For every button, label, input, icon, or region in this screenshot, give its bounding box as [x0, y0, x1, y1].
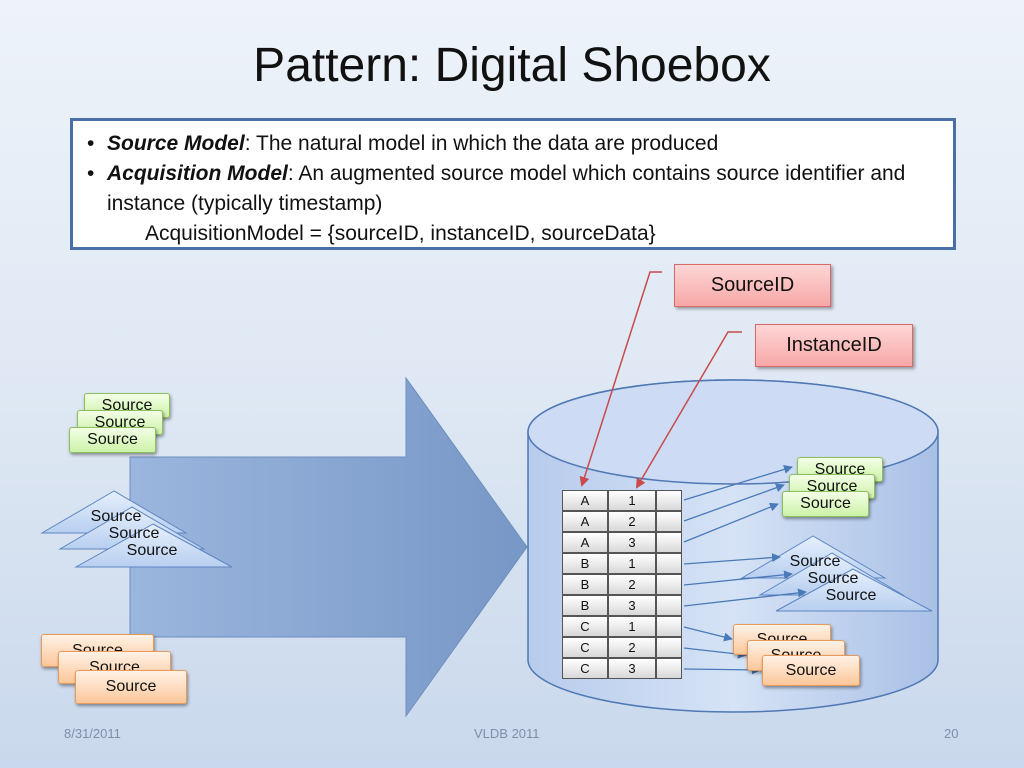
link-row-3 [683, 502, 779, 543]
source-id-cell: A [562, 532, 608, 553]
source-triangle-front-label: Source [126, 542, 178, 559]
source-data-cell [656, 616, 682, 637]
link-row-7 [683, 626, 733, 642]
db-source-green-front: Source [782, 491, 869, 517]
footer-date: 8/31/2011 [64, 726, 121, 741]
source-id-cell: C [562, 616, 608, 637]
source-id-cell: A [562, 490, 608, 511]
db-triangle-front-label: Source [825, 587, 877, 604]
source-green-front: Source [69, 427, 156, 453]
source-data-cell [656, 637, 682, 658]
source-id-cell: A [562, 511, 608, 532]
acquisition-formula: AcquisitionModel = {sourceID, instanceID… [145, 222, 656, 245]
footer-event: VLDB 2011 [474, 726, 540, 741]
instance-id-cell: 1 [608, 616, 656, 637]
source-id-cell: C [562, 637, 608, 658]
link-row-5 [683, 570, 793, 586]
bullet-acquisition-model: Acquisition Model: An augmented source m… [87, 159, 939, 219]
source-triangle-front [74, 523, 233, 568]
db-triangle-front [775, 568, 933, 612]
instance-id-cell: 3 [608, 658, 656, 679]
source-data-cell [656, 574, 682, 595]
instanceid-label: InstanceID [755, 324, 913, 367]
source-id-cell: B [562, 553, 608, 574]
db-triangle-middle-label: Source [807, 570, 859, 587]
link-row-1 [683, 465, 793, 501]
bullet-source-model: Source Model: The natural model in which… [87, 129, 939, 159]
instance-id-cell: 3 [608, 532, 656, 553]
instance-id-cell: 2 [608, 574, 656, 595]
slide-title: Pattern: Digital Shoebox [253, 39, 771, 92]
term-source-model: Source Model [107, 132, 245, 155]
source-triangle-middle-label: Source [108, 525, 160, 541]
row-links [683, 465, 807, 675]
source-data-cell [656, 553, 682, 574]
source-data-cell [656, 595, 682, 616]
db-source-orange-front: Source [762, 655, 860, 686]
link-row-6 [683, 588, 807, 607]
source-id-cell: C [562, 658, 608, 679]
link-row-4 [683, 553, 781, 565]
desc-source-model: : The natural model in which the data ar… [244, 132, 719, 155]
source-orange-front: Source [75, 670, 187, 704]
desc-acquisition-model: : An augmented source model which contai… [107, 162, 906, 215]
instance-id-cell: 2 [608, 511, 656, 532]
flow-arrow [129, 376, 528, 718]
db-triangle-back-label: Source [789, 553, 841, 570]
instance-id-cell: 3 [608, 595, 656, 616]
instance-id-cell: 1 [608, 490, 656, 511]
link-row-2 [683, 483, 785, 522]
source-data-cell [656, 658, 682, 679]
source-data-cell [656, 490, 682, 511]
term-acquisition-model: Acquisition Model [107, 162, 288, 185]
sourceid-label: SourceID [674, 264, 831, 307]
source-data-cell [656, 532, 682, 553]
instance-id-cell: 2 [608, 637, 656, 658]
sourceid-pointer [579, 271, 662, 487]
source-triangle-back-label: Source [90, 508, 142, 525]
source-id-cell: B [562, 595, 608, 616]
definition-box: Source Model: The natural model in which… [70, 118, 956, 250]
instanceid-pointer [635, 331, 742, 489]
source-id-cell: B [562, 574, 608, 595]
source-data-cell [656, 511, 682, 532]
instance-id-cell: 1 [608, 553, 656, 574]
footer-page: 20 [944, 726, 959, 741]
